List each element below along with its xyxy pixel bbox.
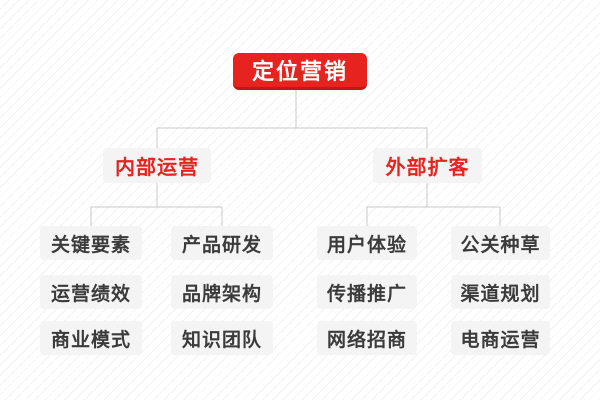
- branch-node-internal-operations: 内部运营: [103, 148, 211, 183]
- leaf-node-business-model: 商业模式: [40, 321, 142, 355]
- leaf-node-promotion: 传播推广: [317, 275, 417, 309]
- leaf-node-product-rnd: 产品研发: [171, 226, 273, 260]
- branch-node-external-expansion: 外部扩客: [373, 148, 482, 183]
- leaf-node-online-investment: 网络招商: [317, 321, 417, 355]
- leaf-node-operation-performance: 运营绩效: [40, 275, 142, 309]
- leaf-node-brand-architecture: 品牌架构: [171, 275, 273, 309]
- leaf-node-pr-seeding: 公关种草: [451, 226, 550, 260]
- leaf-node-channel-planning: 渠道规划: [451, 275, 550, 309]
- leaf-node-ecommerce-operation: 电商运营: [451, 321, 550, 355]
- leaf-node-knowledge-team: 知识团队: [171, 321, 273, 355]
- leaf-node-user-experience: 用户体验: [317, 226, 417, 260]
- leaf-node-key-elements: 关键要素: [40, 226, 142, 260]
- root-node: 定位营销: [233, 53, 367, 90]
